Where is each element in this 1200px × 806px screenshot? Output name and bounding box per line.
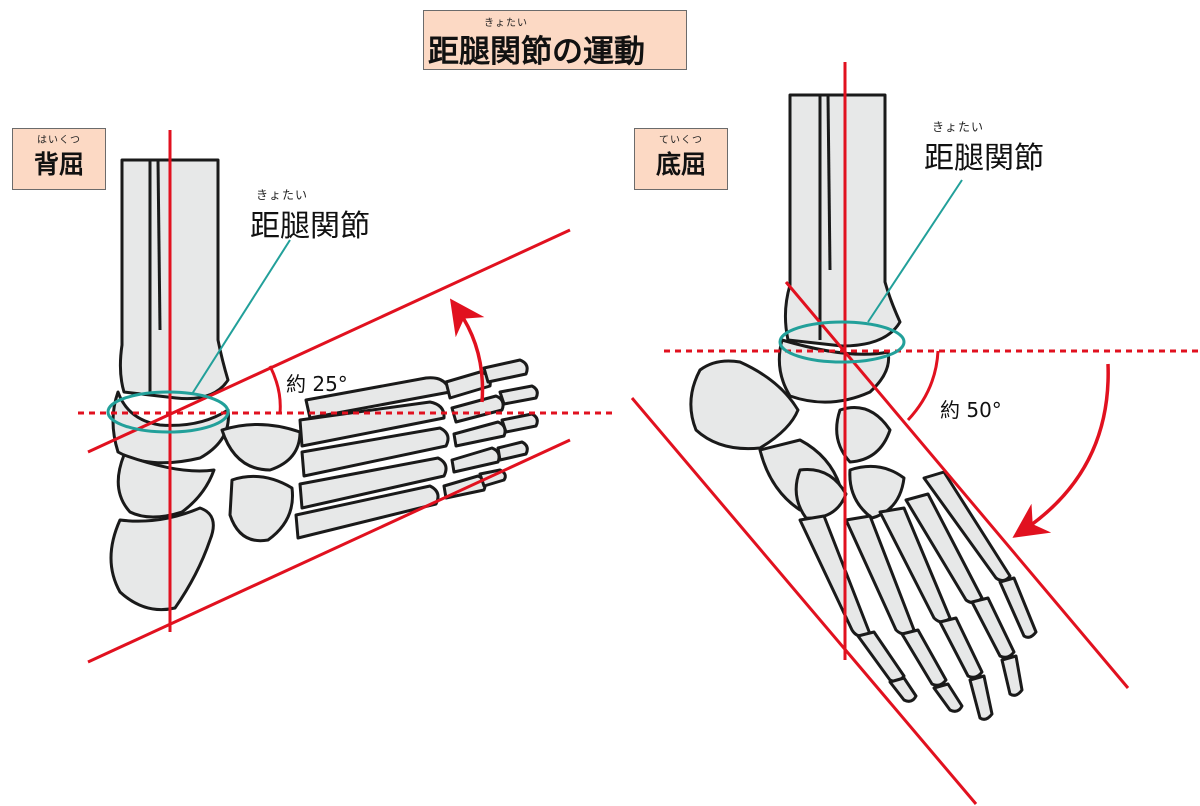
left-joint-ruby: きょたい [256,188,309,202]
right-lower-sole-line [630,397,978,805]
left-motion-name: 背屈 [33,150,84,179]
title-ruby: きょたい [484,18,528,29]
left-joint-leader [191,239,291,395]
left-angle-arc [268,365,282,414]
right-angle-arc [906,350,940,422]
left-motion-label: はいくつ 背屈 [12,128,106,190]
diagram-title-box: きょたい 距腿関節の運動 [423,10,687,70]
right-angle-label: 約 50° [940,398,1002,422]
right-foot-bones [794,406,1038,721]
right-joint-label: きょたい 距腿関節 [924,118,1074,178]
left-motion-ruby: はいくつ [37,135,81,146]
right-joint-name: 距腿関節 [924,141,1044,176]
right-motion-label: ていくつ 底屈 [634,128,728,190]
dorsiflexion-figure [78,130,612,664]
right-motion-name: 底屈 [655,150,706,179]
right-motion-arrow [1012,363,1110,538]
left-lower-sole-line [87,438,571,664]
right-motion-ruby: ていくつ [659,135,703,146]
right-joint-leader [867,179,963,323]
left-joint-ring [106,390,230,434]
left-joint-label: きょたい 距腿関節 [250,186,400,246]
left-motion-arrow [449,298,485,403]
right-upper-sole-line [784,281,1130,689]
plantarflexion-figure [630,62,1198,805]
diagram-title: 距腿関節の運動 [428,34,645,70]
left-angle-label: 約 25° [286,372,348,396]
left-upper-sole-line [87,228,571,454]
right-joint-ring [778,320,906,364]
left-foot-bones [220,358,539,543]
right-tibia-bone [783,93,902,348]
right-joint-ruby: きょたい [932,120,985,134]
left-joint-name: 距腿関節 [250,209,370,244]
